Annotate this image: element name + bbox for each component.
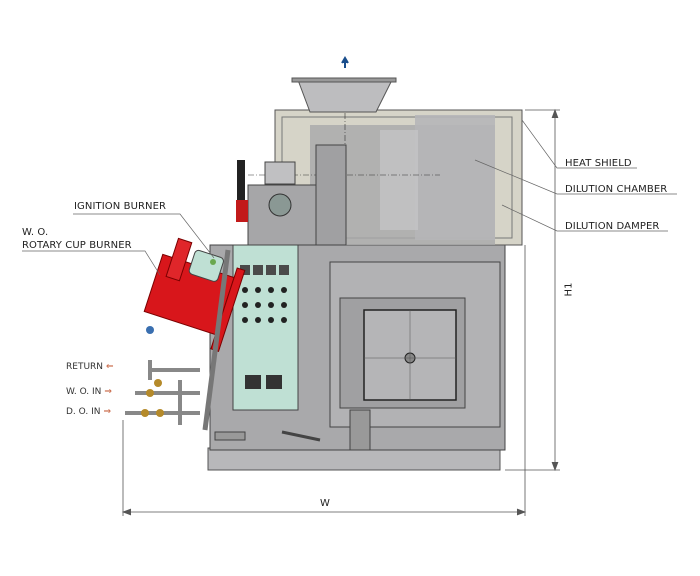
arrow-left-icon: ⇐: [106, 362, 114, 372]
dimension-w-label: W: [320, 498, 330, 509]
label-rotary-cup-burner: ROTARY CUP BURNER: [22, 240, 132, 251]
pipe-do-in: D. O. IN⇒: [66, 407, 111, 417]
dimension-w: [121, 245, 527, 516]
panel-switches[interactable]: [242, 287, 287, 323]
belt-guard: [236, 200, 248, 222]
belt: [237, 160, 245, 220]
dimension-h1: [505, 108, 560, 472]
ignition-burner: [210, 259, 216, 265]
panel-display: [245, 375, 261, 389]
pipe-wo-in: W. O. IN⇒: [66, 387, 112, 397]
pipe-wo-in-label: W. O. IN: [66, 387, 102, 397]
dilution-damper: [380, 130, 418, 230]
duct: [315, 144, 347, 246]
nameplate: [214, 431, 246, 441]
exhaust-stack: [297, 79, 393, 113]
pipe-return-label: RETURN: [66, 362, 104, 372]
label-dilution-chamber: DILUTION CHAMBER: [565, 184, 668, 195]
blower-motor: [264, 161, 296, 185]
label-dilution-damper: DILUTION DAMPER: [565, 221, 660, 232]
burner-support: [202, 249, 231, 431]
base-frame: [207, 447, 501, 471]
exhaust-arrow-icon: [341, 56, 349, 68]
ash-chute: [349, 409, 371, 451]
panel-meters: [240, 265, 289, 275]
rod: [281, 430, 321, 442]
blower-grille: [268, 193, 292, 217]
burner-valve: [146, 326, 154, 334]
label-heat-shield: HEAT SHIELD: [565, 158, 632, 169]
leader-lines: [22, 119, 677, 276]
label-wo: W. O.: [22, 227, 49, 238]
arrow-right-icon: ⇒: [104, 387, 112, 397]
panel-display: [266, 375, 282, 389]
arrow-right-icon: ⇒: [103, 407, 112, 417]
pipe-return: RETURN⇐: [66, 362, 114, 372]
label-ignition-burner: IGNITION BURNER: [74, 201, 167, 212]
dimension-h1-label: H1: [563, 282, 575, 297]
rotary-cup-burner: [143, 237, 246, 352]
pipe-valves[interactable]: [141, 379, 164, 417]
pipe-do-in-label: D. O. IN: [66, 407, 101, 417]
